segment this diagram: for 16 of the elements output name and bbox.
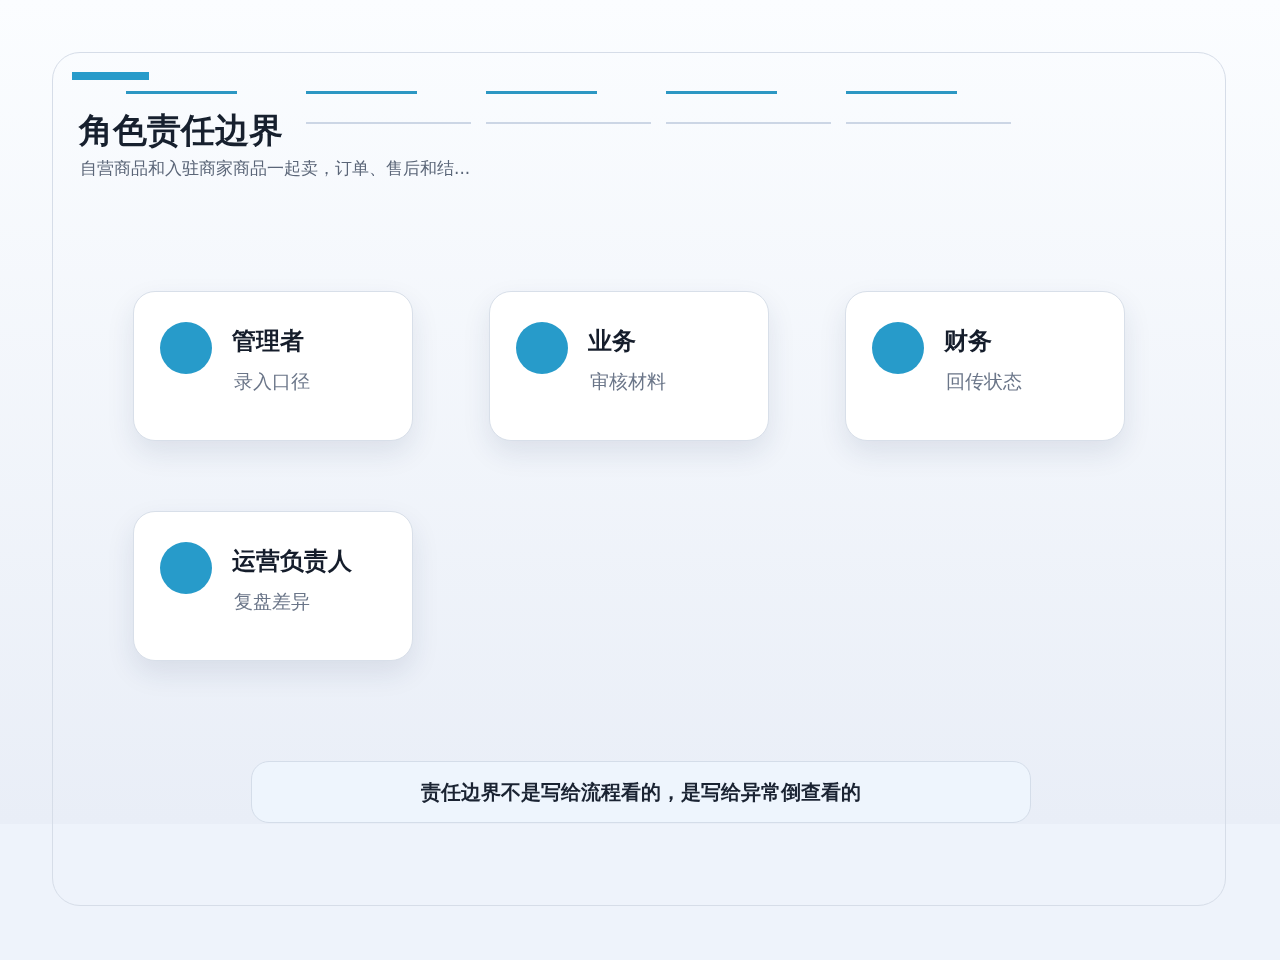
role-card [489,291,769,441]
note-banner [251,761,1031,823]
role-card [845,291,1125,441]
role-description: 回传状态 [946,369,1022,393]
page-subtitle: 自营商品和入驻商家商品一起卖，订单、售后和结... [80,157,471,179]
role-title: 运营负责人 [232,546,352,576]
role-description: 录入口径 [234,369,310,393]
note-text: 责任边界不是写给流程看的，是写给异常倒查看的 [421,779,861,805]
role-description: 复盘差异 [234,589,310,613]
page-title: 角色责任边界 [79,110,283,150]
role-title: 管理者 [232,326,304,356]
role-title: 业务 [588,326,636,356]
role-description: 审核材料 [590,369,666,393]
role-title: 财务 [944,326,992,356]
role-card [133,291,413,441]
role-card [133,511,413,661]
